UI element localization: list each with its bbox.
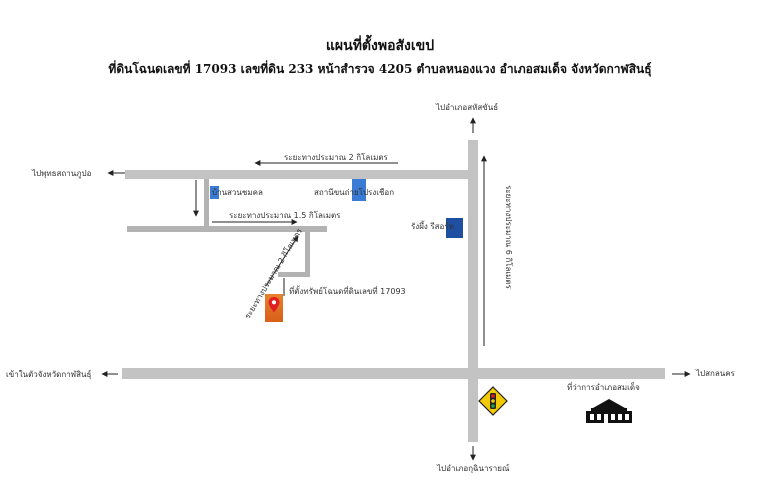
village-side-road (127, 226, 327, 232)
top-east-west-road (125, 170, 478, 179)
village-marker (210, 186, 219, 199)
property-label: ที่ตั้งทรัพย์โฉนดที่ดินเลขที่ 17093 (289, 287, 406, 296)
top-road-distance-label: ระยะทางประมาณ 2 กิโลเมตร (284, 153, 388, 162)
property-access-spur (278, 272, 310, 277)
west-top-destination-label: ไปพุทธสถานภูปอ (32, 169, 92, 178)
resort-label: รังผึ้ง รีสอร์ท (411, 222, 454, 231)
water-station-marker (352, 179, 366, 201)
north-south-main-road (468, 140, 478, 442)
water-station-label: สถานีขนถ่ายโปรงเชือก (314, 188, 395, 197)
government-building-icon (586, 399, 632, 423)
resort-marker (446, 218, 463, 238)
south-destination-label: ไปอำเภอกุฉินารายณ์ (437, 464, 510, 473)
east-destination-label: ไปสกลนคร (696, 369, 735, 378)
diagonal-distance-arrow (265, 235, 299, 287)
map-title: แผนที่ตั้งพอสังเขป (325, 38, 435, 54)
village-connector-road (204, 179, 209, 229)
main-road-distance-label: ระยะทางประมาณ 6 กิโลเมตร (503, 185, 513, 289)
property-access-road (305, 229, 310, 276)
district-office-label: ที่ว่าการอำเภอสมเด็จ (567, 383, 640, 392)
map-pin-icon (268, 297, 280, 313)
bottom-highway (122, 368, 665, 379)
village-label: บ้านสวนชมคล (212, 188, 263, 197)
side-road-distance-label: ระยะทางประมาณ 1.5 กิโลเมตร (229, 211, 341, 220)
map-subtitle: ที่ดินโฉนดเลขที่ 17093 เลขที่ดิน 233 หน้… (108, 62, 652, 76)
west-bottom-destination-label: เข้าในตัวจังหวัดกาฬสินธุ์ (6, 370, 92, 379)
traffic-light-icon (478, 386, 508, 416)
north-destination-label: ไปอำเภอสหัสขันธ์ (436, 103, 499, 112)
